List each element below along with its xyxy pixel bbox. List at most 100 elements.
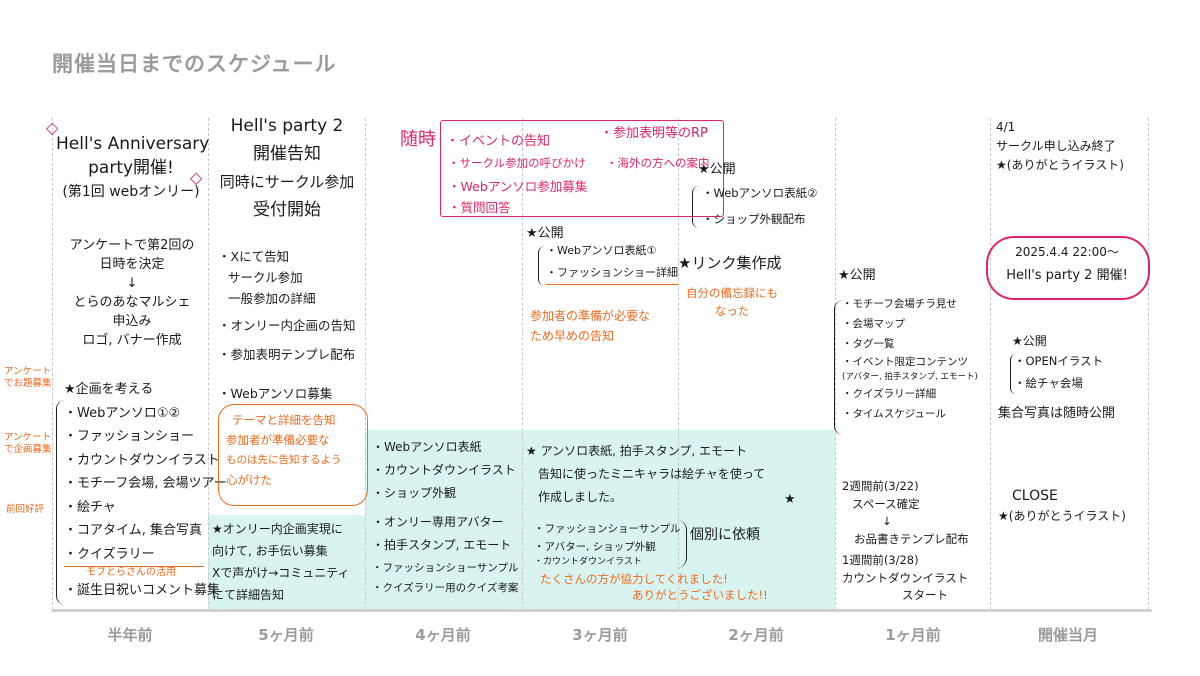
col7-top: 4/1 サークル申し込み終了 ★(ありがとうイラスト) [996, 118, 1124, 175]
bracket [1010, 354, 1016, 394]
list-item: ・参加表明テンプレ配布 [218, 347, 356, 362]
diamond-icon: ◇ [46, 118, 59, 137]
col7-close: CLOSE ★(ありがとうイラスト) [998, 486, 1126, 526]
bracket [538, 246, 545, 286]
column-divider [52, 118, 53, 610]
col2-list: ・Xにて告知 サークル参加 一般参加の詳細 ・オンリー内企画の告知 ・参加表明テ… [218, 246, 356, 404]
teal-highlight-area [208, 515, 365, 609]
date-label: 4/1 [996, 120, 1016, 134]
list-item: ・クイズラリー詳細 [842, 388, 937, 400]
list-item: ・Webアンソロ表紙② [702, 186, 818, 200]
list-item: ・絵チャ会場 [1014, 376, 1083, 390]
anytime-item: ・質問回答 [448, 200, 511, 215]
col1-survey: アンケートで第2回の 日時を決定 ↓ とらのあなマルシェ 申込み ロゴ, バナー… [58, 236, 206, 350]
publish-label: ★公開 [698, 162, 736, 177]
thanks-note: ありがとうございました!! [632, 588, 768, 602]
heading-line: 開催告知 [253, 144, 321, 164]
column-divider [990, 118, 991, 610]
list-item: ・Webアンソロ表紙① [546, 244, 657, 257]
axis-label: 4ヶ月前 [415, 626, 471, 644]
list-item: ・モチーフ会場チラ見せ [842, 298, 957, 310]
list-item: ・ファッションショー [64, 429, 195, 444]
note-line: 日時を決定 [99, 257, 165, 272]
note-line: 2週間前(3/22) [842, 479, 919, 493]
axis-label: 5ヶ月前 [258, 626, 314, 644]
note-line: 向けて, お手伝い募集 [212, 544, 328, 558]
axis-label: 半年前 [107, 626, 153, 644]
event-cloud [986, 236, 1150, 300]
list-item: ・会場マップ [842, 318, 905, 330]
anytime-item: ・サークル参加の呼びかけ [448, 156, 586, 170]
note-line: ロゴ, バナー作成 [82, 333, 182, 348]
anytime-item: ・イベントの告知 [446, 134, 551, 149]
col5-orange-note: 自分の備忘録にも なった [686, 284, 778, 320]
col4-orange-note: 参加者の準備が必要な ため早めの告知 [530, 306, 650, 346]
list-item: ・ショップ外観 [372, 486, 457, 500]
publish-label: ★公開 [1012, 334, 1047, 348]
anytime-box [440, 120, 724, 217]
note-line: 告知に使ったミニキャラは絵チャを使って [538, 467, 766, 481]
note-line: ため早めの告知 [530, 329, 615, 343]
publish-label: ★公開 [526, 226, 564, 241]
list-item: ・オンリー内企画の告知 [218, 318, 356, 333]
col2-orange-note: テーマと詳細を告知 参加者が準備必要な ものは先に告知するよう 心がけた [226, 410, 342, 490]
list-item: ・ファッションショー詳細 [546, 262, 678, 285]
column-divider [1148, 118, 1149, 610]
note-line: 1週間前(3/28) [842, 553, 919, 567]
note-line: にて詳細告知 [212, 588, 285, 602]
col1-plan-list: ★企画を考える ・Webアンソロ①② ・ファッションショー ・カウントダウンイラ… [64, 378, 227, 603]
note-line: Xで声がけ→コミュニティ [212, 566, 350, 580]
note-line: お品書きテンプレ配布 [854, 531, 969, 546]
note-line: 作成しました。 [538, 490, 623, 504]
list-item: ・Xにて告知 [218, 249, 290, 264]
list-item: ・ファッションショーサンプル [534, 523, 681, 535]
note-line: 心がけた [226, 473, 272, 487]
anytime-item: ・参加表明等のRP [600, 126, 708, 141]
list-item: 一般参加の詳細 [228, 291, 316, 306]
event-info: 2025.4.4 22:00〜 Hell's party 2 開催! [990, 240, 1144, 288]
heading-line: 受付開始 [253, 200, 321, 220]
group-photo-note: 集合写真は随時公開 [998, 406, 1116, 421]
list-item: ・Webアンソロ①② [64, 405, 181, 421]
list-item: ・拍手スタンプ, エモート [372, 538, 512, 552]
heading-line: party開催! [88, 158, 174, 178]
link-collection-label: ★リンク集作成 [678, 254, 782, 272]
arrow-down-icon: ↓ [882, 514, 892, 528]
star-icon: ★ [784, 492, 796, 507]
note-line: とらのあなマルシェ [73, 295, 191, 310]
list-item: ・カウントダウンイラスト [372, 463, 516, 477]
note-line: カウントダウンイラスト [842, 570, 969, 585]
arrow-down-icon: ↓ [126, 276, 138, 291]
col2-heading: Hell's party 2 開催告知 同時にサークル参加 受付開始 [210, 112, 364, 224]
list-item: ・誕生日祝いコメント募集 [64, 583, 221, 598]
col5-publish-list: ・Webアンソロ表紙② ・ショップ外観配布 [702, 180, 817, 232]
list-item: ・クイズラリー用のクイズ考案 [372, 582, 519, 594]
heading-line: (第1回 webオンリー) [62, 184, 200, 200]
note-line: アンケートで第2回の [69, 238, 195, 253]
col7-publish-list: ・OPENイラスト ・絵チャ会場 [1014, 350, 1103, 394]
col4-request-list: ・ファッションショーサンプル ・アバター, ショップ外観 ・カウントダウンイラス… [534, 520, 688, 568]
note-line: ものは先に告知するよう [226, 454, 342, 466]
note-line: 参加者が準備必要な [226, 433, 330, 447]
list-item: ・モチーフ会場, 会場ツアー [64, 476, 227, 491]
heading-line: 同時にサークル参加 [219, 173, 355, 191]
note-line: スペース確定 [852, 496, 920, 511]
list-item: ・ショップ外観配布 [702, 212, 806, 226]
column-divider [365, 118, 366, 610]
close-label: CLOSE [1012, 488, 1058, 504]
note-line: スタート [902, 588, 948, 602]
axis-label: 2ヶ月前 [728, 626, 784, 644]
diamond-icon: ◇ [190, 168, 203, 187]
note-line: なった [714, 304, 750, 318]
col6-notes: 2週間前(3/22) スペース確定 ↓ お品書きテンプレ配布 1週間前(3/28… [842, 478, 969, 605]
bracket [834, 300, 843, 435]
list-item: ・クイズラリー [64, 543, 204, 567]
col6-publish-list: ・モチーフ会場チラ見せ ・会場マップ ・タグ一覧 ・イベント限定コンテンツ (ア… [842, 294, 978, 424]
list-item: ・ファッションショーサンプル [372, 562, 519, 574]
page-title: 開催当日までのスケジュール [52, 52, 337, 76]
note-line: ★オンリー内企画実現に [212, 522, 343, 536]
orange-note-box [218, 404, 368, 506]
column-divider [835, 118, 836, 610]
note-line: ★ アンソロ表紙, 拍手スタンプ, エモート [526, 444, 747, 458]
list-item: ・カウントダウンイラスト [64, 452, 220, 468]
